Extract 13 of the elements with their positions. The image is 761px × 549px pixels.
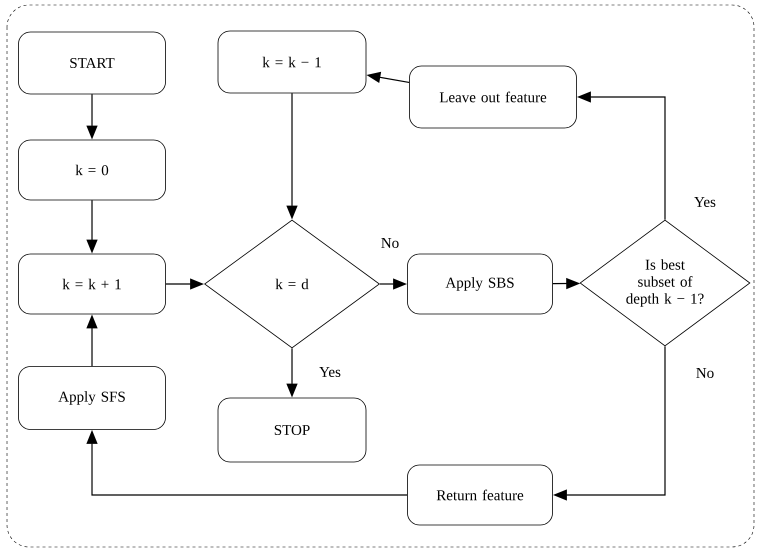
process-box: Apply SBS bbox=[407, 254, 553, 314]
edge-label: Yes bbox=[693, 196, 717, 208]
process-box: Leave out feature bbox=[409, 66, 577, 128]
edge-label: No bbox=[694, 367, 716, 379]
process-box: k = 0 bbox=[18, 140, 166, 200]
process-box: Return feature bbox=[407, 464, 553, 526]
process-box: START bbox=[18, 32, 166, 94]
edge-label: Yes bbox=[318, 366, 342, 378]
process-box: k = k + 1 bbox=[18, 254, 166, 314]
process-box: k = k − 1 bbox=[218, 30, 366, 94]
process-box: Apply SFS bbox=[18, 366, 166, 430]
process-box: STOP bbox=[218, 398, 366, 462]
edge-label: No bbox=[380, 237, 400, 249]
